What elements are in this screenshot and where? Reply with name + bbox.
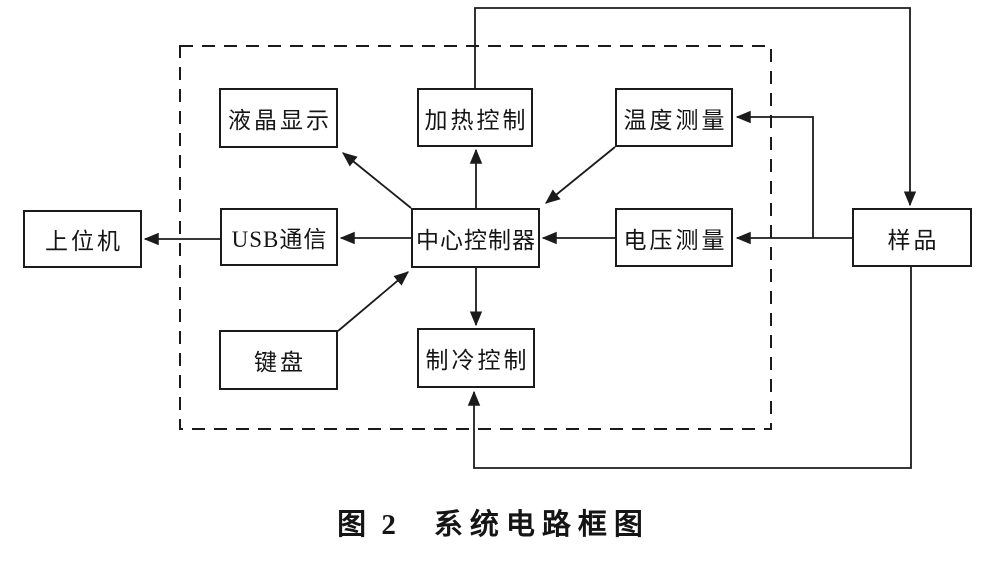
caption-number: 图 2	[337, 509, 400, 541]
node-cooling: 制冷控制	[417, 328, 535, 388]
node-controller-label: 中心控制器	[416, 228, 536, 253]
node-host: 上位机	[23, 210, 142, 268]
node-cooling-label: 制冷控制	[425, 348, 530, 373]
edge-temperature-controller	[545, 146, 616, 204]
edge-sample-cooling	[467, 267, 912, 469]
figure-caption: 图 2 系统电路框图	[0, 501, 987, 543]
node-host-label: 上位机	[45, 229, 123, 254]
node-voltage: 电压测量	[615, 208, 733, 267]
node-lcd-label: 液晶显示	[228, 108, 332, 133]
node-keyboard-label: 键盘	[254, 350, 306, 375]
node-keyboard: 键盘	[219, 330, 338, 390]
node-temperature-label: 温度测量	[623, 107, 728, 133]
caption-title: 系统电路框图	[433, 509, 650, 541]
edge-heating-sample	[474, 7, 917, 207]
node-controller: 中心控制器	[411, 208, 540, 268]
node-sample-label: 样品	[887, 227, 940, 253]
node-heating-label: 加热控制	[424, 107, 529, 133]
node-usb-label: USB通信	[231, 227, 328, 252]
edge-controller-lcd	[342, 152, 412, 209]
node-voltage-label: 电压测量	[623, 227, 728, 253]
node-temperature: 温度测量	[615, 88, 733, 147]
node-heating: 加热控制	[417, 88, 533, 147]
node-lcd: 液晶显示	[219, 88, 338, 148]
node-usb: USB通信	[220, 208, 338, 266]
node-sample: 样品	[852, 208, 972, 267]
edge-keyboard-controller	[337, 271, 409, 332]
edge-sample-temperature	[735, 110, 814, 238]
